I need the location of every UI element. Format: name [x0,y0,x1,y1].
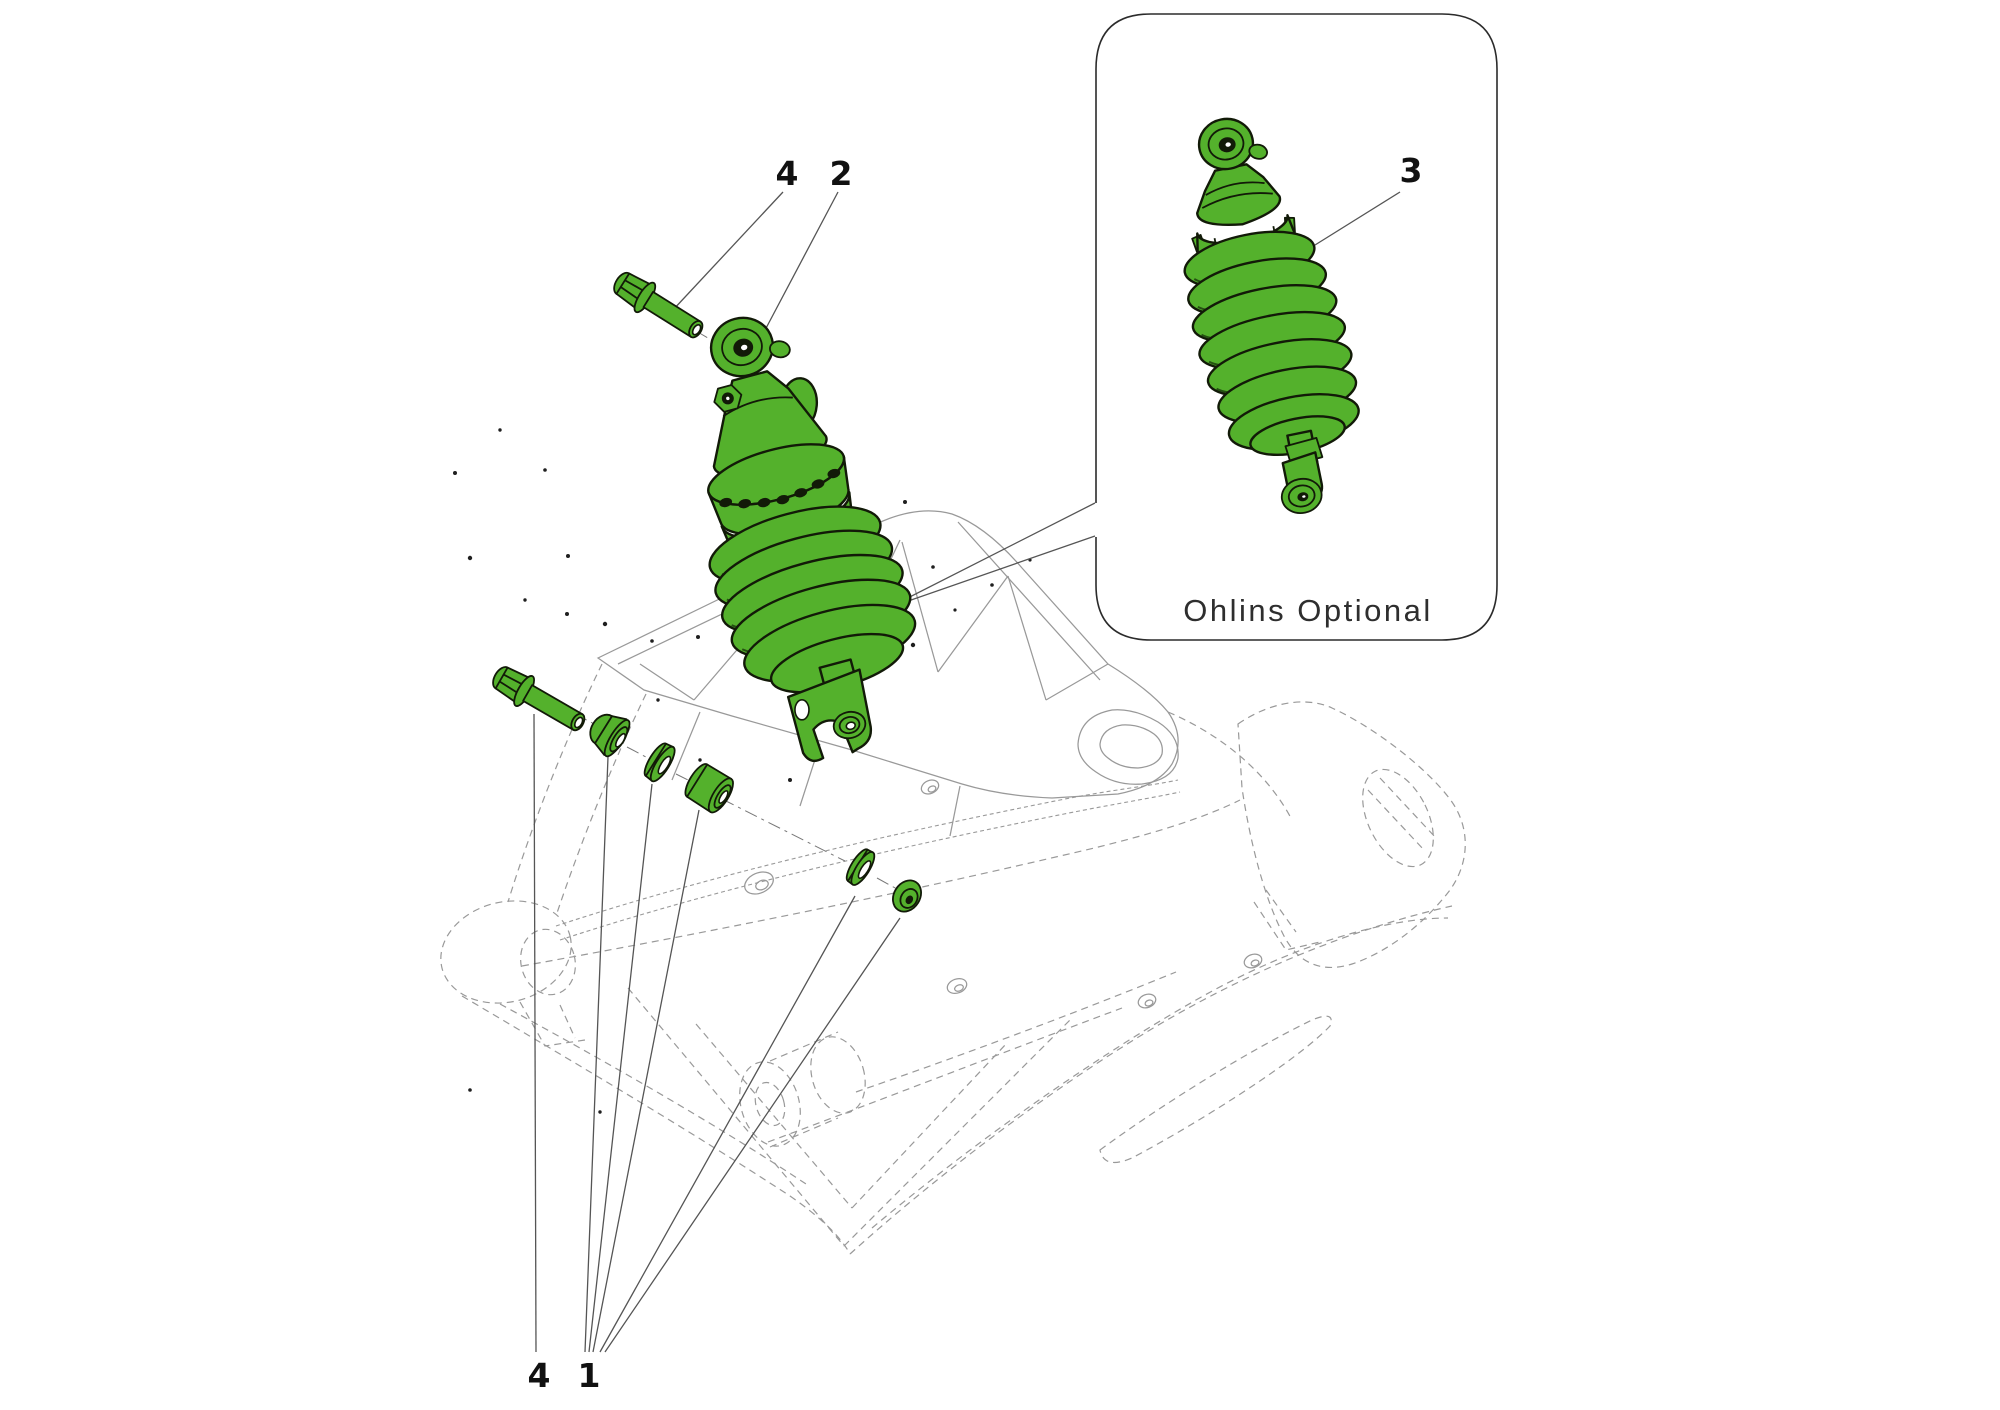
mount-bolt-lower [492,666,586,732]
swingarm-line-art [440,510,1466,1255]
callout-4-top: 4 [776,154,799,193]
shock-absorber-main [707,316,917,763]
shock-absorber-ohlins [1183,117,1360,515]
leader-bottom-4 [533,713,537,1353]
washer-flat [643,742,676,783]
cap-nut [892,879,922,913]
callout-1-bottom: 1 [578,1356,601,1395]
leader-bottom-1 [584,756,901,1353]
mount-bolt-upper [613,271,704,339]
assembly-axis [574,330,898,890]
callout-2-top: 2 [830,154,853,193]
bushing-cylindrical [684,763,734,814]
leader-top-4 [671,191,784,312]
leader-top-2 [763,191,839,333]
bushing-flanged [589,713,631,758]
leader-inset-link [887,502,1096,609]
washer-frame [845,848,876,886]
leader-lines [533,191,1401,1353]
callout-4-bottom: 4 [528,1356,551,1395]
leader-inset-3 [1306,191,1401,251]
callout-3-inset: 3 [1400,151,1423,190]
inset-caption: Ohlins Optional [1183,593,1432,628]
